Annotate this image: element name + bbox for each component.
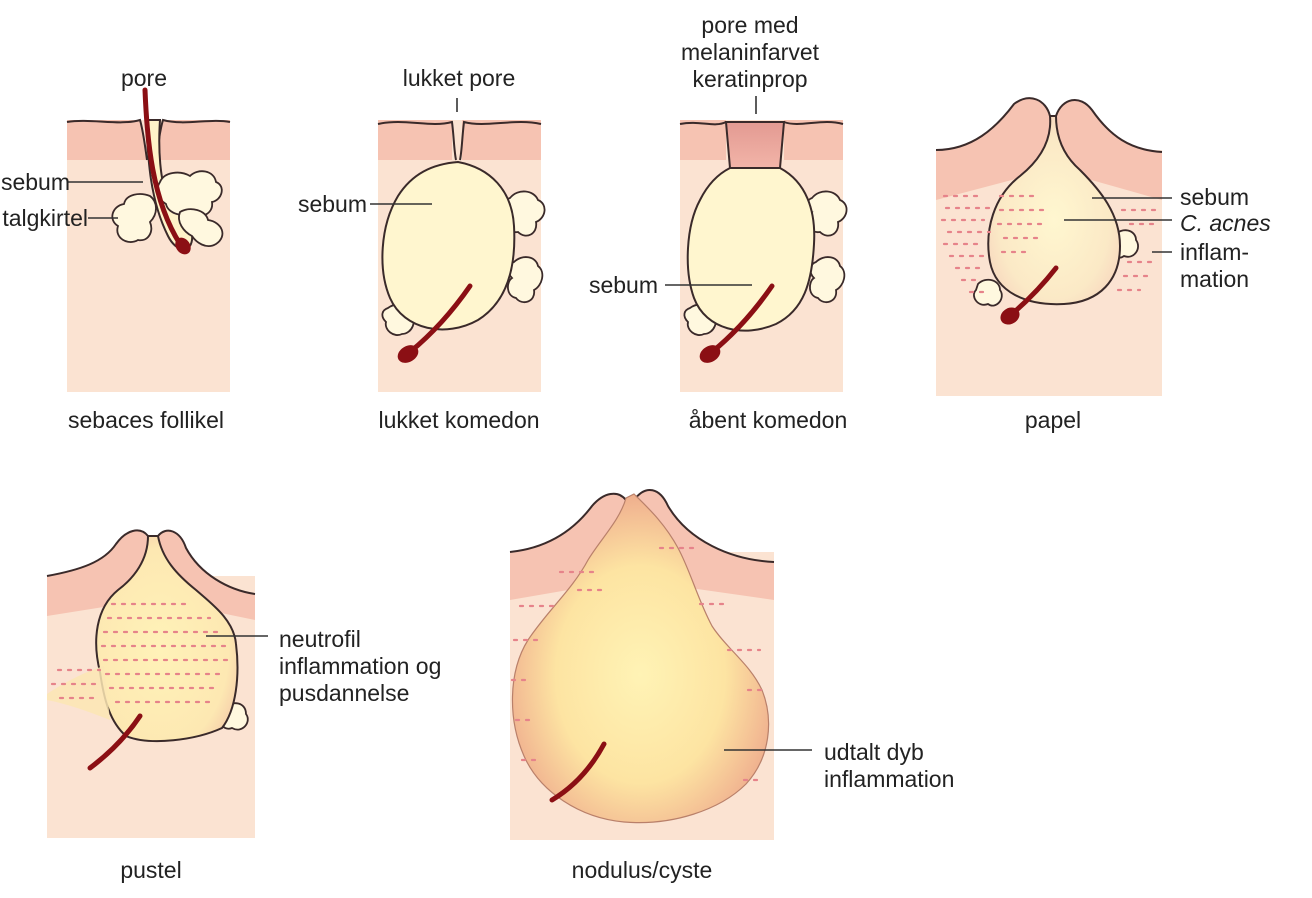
caption-sebaceous-follicle: sebaces follikel <box>68 407 224 433</box>
label-sebum-follicle: sebum <box>1 169 70 195</box>
label-plug-line-2: melaninfarvet <box>681 39 820 65</box>
hair-shaft <box>142 87 183 247</box>
label-plug-line-1: pore med <box>701 12 798 38</box>
caption-closed-comedone: lukket komedon <box>378 407 539 433</box>
label-plug-line-3: keratinprop <box>692 66 807 92</box>
open-comedone-sebum <box>686 167 816 332</box>
label-inflammation-line-2: mation <box>1180 266 1249 292</box>
caption-pustule: pustel <box>120 857 181 883</box>
label-pustule-line-1: neutrofil <box>279 626 361 652</box>
keratin-plug <box>724 121 786 169</box>
sebaceous-gland-lower <box>178 208 224 248</box>
panel-papule <box>935 97 1172 396</box>
panel-open-comedone <box>665 96 848 392</box>
label-sebum-closed: sebum <box>298 191 367 217</box>
sebaceous-gland-left <box>111 193 157 243</box>
panel-nodule-cyst <box>509 489 812 840</box>
papule-sebum <box>987 115 1122 306</box>
panel-pustule <box>46 529 268 838</box>
label-pustule-line-3: pusdannelse <box>279 680 409 706</box>
label-nodule-line-2: inflammation <box>824 766 954 792</box>
caption-open-comedone: åbent komedon <box>689 407 848 433</box>
label-pustule-line-2: inflammation og <box>279 653 441 679</box>
label-sebum-open: sebum <box>589 272 658 298</box>
label-nodule-line-1: udtalt dyb <box>824 739 924 765</box>
label-sebaceous-gland: talgkirtel <box>2 205 88 231</box>
panel-sebaceous-follicle <box>66 87 231 392</box>
label-closed-pore: lukket pore <box>403 65 516 91</box>
label-pore: pore <box>121 65 167 91</box>
sebaceous-gland-right <box>156 170 223 217</box>
label-inflammation-line-1: inflam- <box>1180 239 1249 265</box>
caption-nodule-cyst: nodulus/cyste <box>572 857 713 883</box>
nodule-cyst-body <box>511 493 770 824</box>
pustule-body <box>95 535 239 743</box>
caption-papule: papel <box>1025 407 1081 433</box>
panel-closed-comedone <box>370 98 546 392</box>
label-sebum-papule: sebum <box>1180 184 1249 210</box>
label-c-acnes: C. acnes <box>1180 210 1271 236</box>
